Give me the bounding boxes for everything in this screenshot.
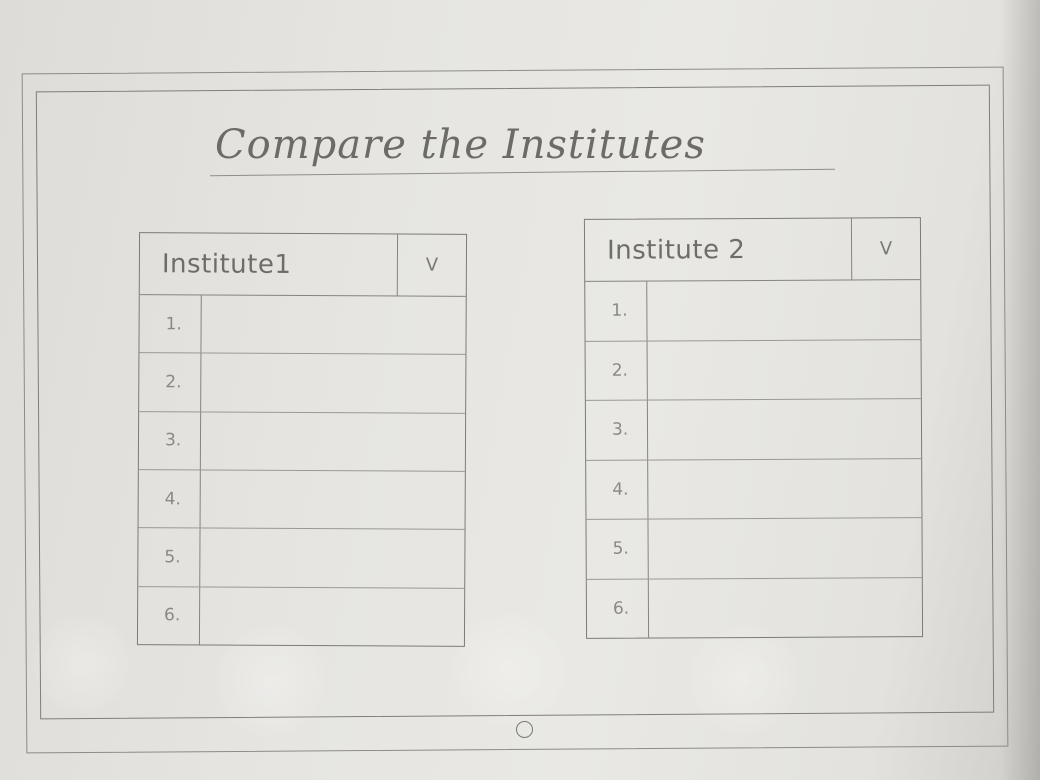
table-row: 4.: [138, 470, 465, 531]
row-number: 2.: [139, 353, 202, 412]
row-number: 6.: [586, 579, 650, 638]
table-cell[interactable]: [200, 529, 464, 588]
home-button-icon[interactable]: [516, 721, 533, 738]
dropdown-label: Institute1: [161, 248, 292, 280]
chevron-glyph: V: [425, 254, 439, 276]
table-header: Institute 2 V: [584, 218, 921, 282]
table-cell[interactable]: [201, 412, 465, 471]
row-number: 6.: [137, 586, 201, 645]
row-number: 3.: [138, 411, 202, 470]
table-row: 3.: [585, 399, 922, 461]
table-cell[interactable]: [201, 295, 465, 354]
row-number: 4.: [138, 470, 201, 528]
table-cell[interactable]: [647, 280, 920, 340]
table-cell[interactable]: [200, 587, 464, 646]
smudge: [212, 622, 330, 740]
row-number: 5.: [138, 528, 201, 587]
table-row: 6.: [137, 586, 464, 646]
table-rows: 1. 2. 3. 4. 5. 6.: [137, 295, 466, 646]
table-row: 3.: [138, 411, 466, 472]
table-row: 5.: [138, 528, 465, 589]
table-row: 5.: [586, 518, 922, 580]
chevron-glyph: V: [879, 238, 893, 260]
dropdown-label: Institute 2: [606, 234, 746, 266]
page-title: Compare the Institutes: [215, 122, 706, 168]
table-rows: 1. 2. 3. 4. 5. 6.: [585, 280, 922, 638]
table-cell[interactable]: [649, 578, 922, 638]
institute-table-1: Institute1 V 1. 2. 3. 4. 5. 6.: [136, 232, 468, 647]
institute-table-2: Institute 2 V 1. 2. 3. 4. 5. 6.: [583, 217, 924, 639]
table-cell[interactable]: [201, 354, 465, 413]
table-row: 6.: [586, 578, 922, 638]
chevron-down-icon[interactable]: V: [398, 235, 466, 296]
table-row: 2.: [585, 339, 921, 401]
row-number: 1.: [139, 295, 202, 353]
row-number: 1.: [585, 281, 648, 341]
row-number: 4.: [586, 460, 649, 519]
institute-2-dropdown[interactable]: Institute 2: [584, 218, 853, 281]
table-header: Institute1 V: [139, 233, 467, 297]
table-cell[interactable]: [648, 518, 921, 578]
row-number: 2.: [585, 341, 648, 400]
paper-edge-shadow: [1000, 0, 1040, 780]
smudge: [685, 620, 803, 738]
table-row: 1.: [139, 295, 466, 356]
table-cell[interactable]: [648, 399, 921, 459]
table-cell[interactable]: [648, 459, 921, 519]
row-number: 5.: [586, 519, 649, 579]
table-row: 4.: [586, 458, 922, 520]
institute-1-dropdown[interactable]: Institute1: [139, 233, 399, 296]
table-cell[interactable]: [201, 470, 465, 529]
smudge: [450, 610, 570, 730]
row-number: 3.: [585, 400, 649, 460]
chevron-down-icon[interactable]: V: [852, 218, 920, 279]
table-row: 2.: [139, 353, 466, 414]
table-cell[interactable]: [648, 340, 921, 400]
table-row: 1.: [585, 280, 921, 342]
smudge: [30, 612, 134, 716]
